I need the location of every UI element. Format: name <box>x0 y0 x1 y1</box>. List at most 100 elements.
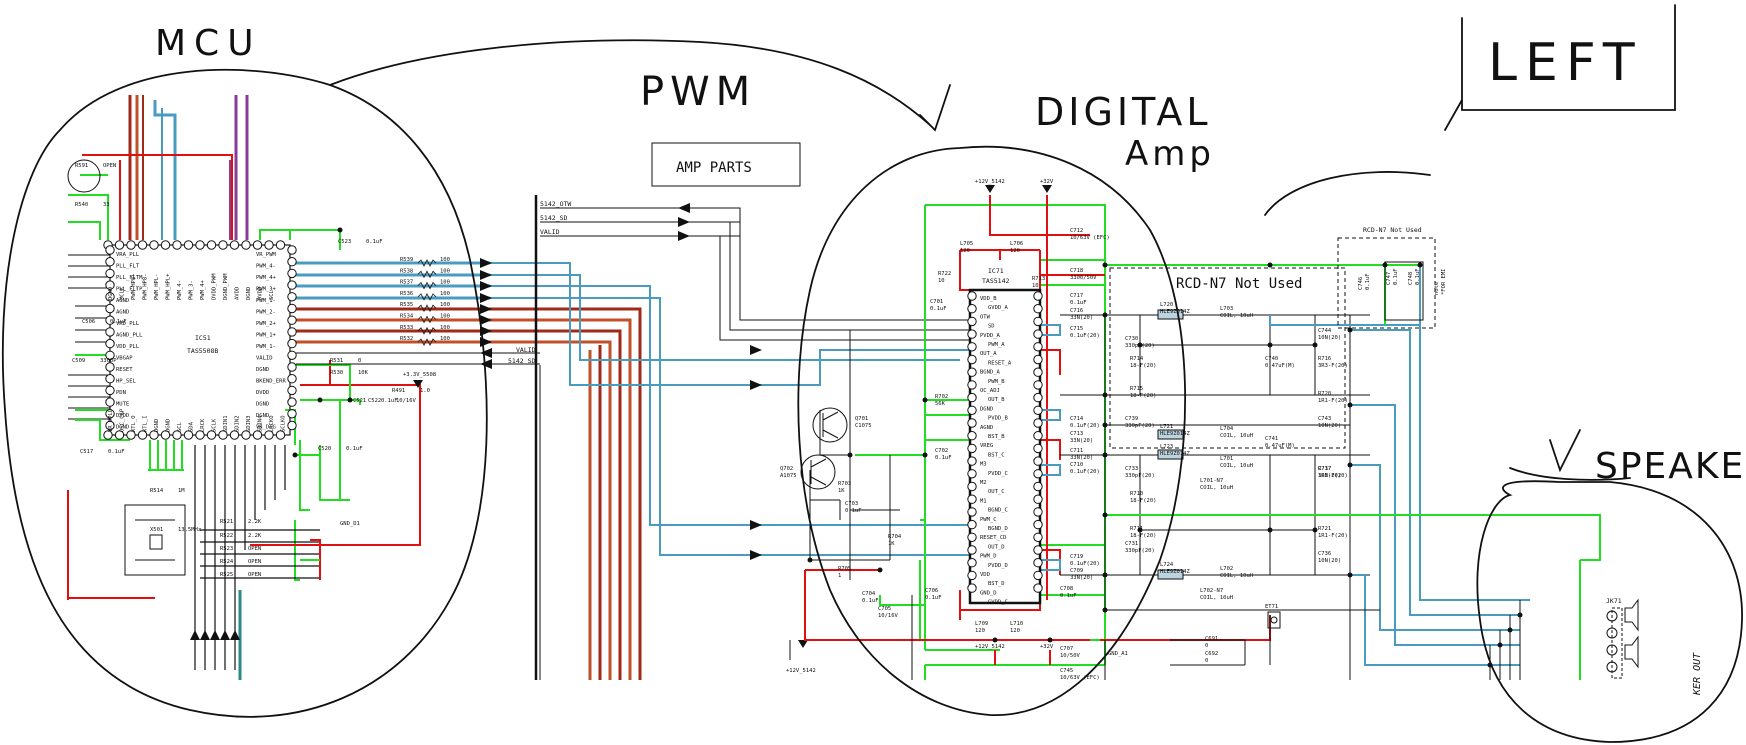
amp-pin-label: BGND_C <box>988 508 1008 514</box>
mcu-part-value: 0.1uF <box>366 239 383 245</box>
pwm-resistor-ref: R533 <box>400 325 413 331</box>
emi-part-ref: C747 <box>1386 272 1392 285</box>
mcu-right-pin <box>287 350 297 360</box>
amp-part-value: 56K <box>935 401 946 407</box>
amp-part-ref: C719 <box>1070 554 1083 560</box>
pwm-resistor-value: 100 <box>440 280 450 286</box>
filter-part-ref: C691 <box>1205 636 1218 642</box>
junction-dot <box>1417 262 1423 268</box>
mcu-part-ref: R530 <box>330 370 343 376</box>
power-12v-top: +12V_5142 <box>975 179 1005 185</box>
amp-part-value: A1075 <box>780 473 797 479</box>
amp-right-pin <box>1033 570 1043 581</box>
mcu-right-pin-label: DGND <box>256 413 269 419</box>
amp-parts-box: AMP PARTS <box>651 142 801 187</box>
mcu-left-pin <box>105 292 115 302</box>
mcu-part-ref: R591 <box>75 163 88 169</box>
amp-part-ref: R704 <box>888 534 902 540</box>
mcu-right-pin-label: PWM_2+ <box>256 321 277 327</box>
filter-part-value: 3R3-F(20) <box>1318 473 1348 479</box>
mcu-left-pin <box>105 374 115 384</box>
amp-part-value: 10/63V (EFC) <box>1060 675 1100 681</box>
mcu-left-pin <box>105 315 115 325</box>
mcu-right-pin-label: PWM_4+ <box>256 275 277 281</box>
mcu-bottom-pin-label: XTL_I <box>143 415 149 432</box>
amp-pin-label: GVDD_C <box>988 600 1008 606</box>
amp-part-ref: C718 <box>1070 268 1083 274</box>
speaker-out-label: KER OUT <box>1692 652 1703 696</box>
mcu-left-pin-label: AGND <box>116 310 129 316</box>
junction-dot <box>1102 262 1108 268</box>
filter-part-ref: C741 <box>1265 436 1278 442</box>
amp-chip: VDD_BGVDD_AOTWSDPVDD_APWM_AOUT_ARESET_AB… <box>967 267 1043 606</box>
junction-dot <box>1102 607 1108 613</box>
mcu-part-value: 33 <box>103 202 110 208</box>
mcu-part-value: 0.1uF <box>108 449 125 455</box>
filter-part-ref: C730 <box>1125 336 1138 342</box>
mcu-left-pin <box>105 338 115 349</box>
mcu-bottom-pin-label: SDA <box>189 421 195 432</box>
filter-part-value: 10N(20) <box>1318 558 1341 564</box>
mcu-part-ref: C506 <box>82 319 95 325</box>
mcu-bottom-pin-label: DGND <box>154 419 160 432</box>
mcu-chip-ref: IC51 <box>195 334 211 342</box>
filter-part-value: 3R3-F(20) <box>1318 363 1348 369</box>
amp-part-ref: L706 <box>1010 241 1023 247</box>
filter-part-ref: R720 <box>1318 391 1331 397</box>
amp-pin-label: OUT_B <box>988 397 1005 403</box>
annotation-amp: Amp <box>1125 134 1215 174</box>
amp-left-pin <box>967 329 977 339</box>
amp-part-ref: C702 <box>935 448 948 454</box>
amp-part-value: 0.1uF <box>930 306 947 312</box>
mcu-wiring <box>67 95 421 680</box>
amp-part-value: 10 <box>938 278 945 284</box>
resistor-symbol <box>417 259 437 267</box>
amp-part-ref: C716 <box>1070 308 1083 314</box>
amp-pin-label: BST_B <box>988 434 1005 440</box>
bus-valid-2: VALID <box>516 346 536 354</box>
rcd-box-2: RCD-N7 Not Used <box>1337 226 1436 329</box>
mcu-bottom-pin <box>241 430 251 440</box>
filter-part-ref: C731 <box>1125 541 1138 547</box>
amp-part-ref: C714 <box>1070 416 1084 422</box>
mcu-top-pin-label: PWM_4- <box>177 280 183 300</box>
mcu-bottom-pin-label: SDIN4 <box>258 415 264 432</box>
mcu-left-pin <box>105 350 115 360</box>
amp-part-ref: C709 <box>1070 568 1083 574</box>
junction-dot <box>337 227 343 233</box>
mcu-top-pin-label: DVDD <box>258 287 264 300</box>
mcu-top-pin-label: PWM_HP8- <box>143 274 149 301</box>
amp-part-ref: C708 <box>1060 586 1073 592</box>
mcu-top-pin <box>264 240 274 250</box>
amp-pin-label: OC_ADJ <box>980 388 1000 394</box>
filter-part-ref: C692 <box>1205 651 1218 657</box>
mcu-part-value: OPEN <box>248 546 261 552</box>
mcu-right-pin-label: DGND <box>256 402 269 408</box>
pwm-resistor-value: 100 <box>440 336 450 342</box>
filter-part-value: 330pF(20) <box>1125 423 1155 429</box>
amp-left-pin <box>967 304 977 314</box>
amp-part-ref: C745 <box>1060 668 1073 674</box>
mcu-right-pin-label: PWM_2- <box>256 310 276 316</box>
amp-pin-label: PVDD_B <box>988 416 1009 422</box>
hand-annotations <box>1 4 1743 743</box>
power-32v-top: +32V <box>1040 179 1054 185</box>
filter-part-ref: L701-N7 <box>1200 478 1223 484</box>
amp-pin-label: M2 <box>980 480 987 486</box>
filter-part-value: HLE9Z014Z <box>1160 309 1190 315</box>
mcu-bottom-pin <box>126 430 136 440</box>
amp-part-value: 0.1uF(20) <box>1070 561 1100 567</box>
mcu-left-pin-labels: VRA_PLLPLL_FLTPLL_FLTMPLL_FLTPAGNDAGNDVR… <box>116 252 143 431</box>
resistor-symbol <box>417 293 437 301</box>
junction-dot <box>922 397 928 403</box>
mcu-bottom-pin-label: SCLKO <box>281 415 287 432</box>
mcu-part-value: 0.1uF <box>110 319 127 325</box>
mcu-part-ref: R522 <box>220 533 233 539</box>
amp-part-value: 0.1uF <box>845 508 862 514</box>
mcu-left-pin-label: PLL_FLTM <box>116 275 143 281</box>
mcu-right-pin <box>287 257 297 267</box>
pwm-resistor-ref: R539 <box>400 257 413 263</box>
amp-pin-circles <box>967 291 1043 593</box>
amp-right-pin <box>1033 494 1043 504</box>
emi-part-ref: note <box>1434 282 1440 295</box>
